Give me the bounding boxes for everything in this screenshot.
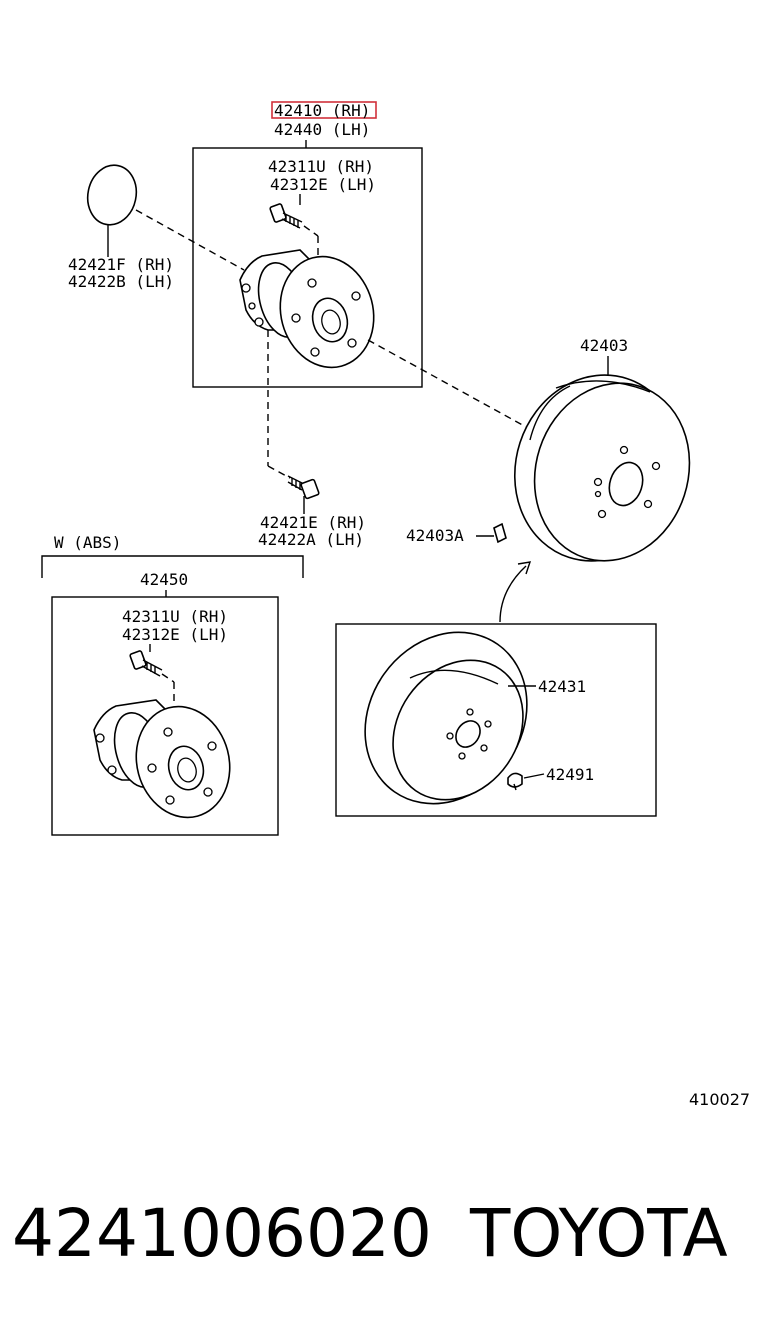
footer-brand: TOYOTA bbox=[469, 1195, 728, 1272]
brake-disc-icon bbox=[364, 631, 528, 805]
label-o-ring-rh[interactable]: 42421F (RH) bbox=[68, 255, 174, 274]
footer-part-number: 4241006020 bbox=[12, 1195, 432, 1272]
label-hub-rh[interactable]: 42410 (RH) bbox=[274, 101, 370, 120]
disc-box bbox=[335, 623, 657, 817]
mount-bolt-icon bbox=[287, 475, 320, 500]
abs-hub-bolt-icon bbox=[129, 650, 163, 677]
hub-drum-path bbox=[367, 339, 529, 429]
label-hub-bolt-lh[interactable]: 42312E (LH) bbox=[270, 175, 376, 194]
leader-disc-screw bbox=[523, 773, 545, 779]
label-drum-clip[interactable]: 42403A bbox=[406, 526, 464, 545]
label-abs-bolt-lh[interactable]: 42312E (LH) bbox=[122, 625, 228, 644]
o-ring-icon bbox=[86, 164, 138, 226]
label-abs-bolt-rh[interactable]: 42311U (RH) bbox=[122, 607, 228, 626]
label-o-ring-lh[interactable]: 42422B (LH) bbox=[68, 272, 174, 291]
highlight-box bbox=[271, 101, 377, 119]
abs-hub-box bbox=[51, 596, 279, 836]
label-mount-bolt-lh[interactable]: 42422A (LH) bbox=[258, 530, 364, 549]
label-abs-hub[interactable]: 42450 bbox=[140, 570, 188, 589]
hub-bearing-icon bbox=[239, 249, 375, 369]
abs-hub-bearing-icon bbox=[93, 699, 231, 819]
hub-bolt-icon bbox=[269, 203, 303, 229]
label-abs-variant[interactable]: W (ABS) bbox=[54, 533, 121, 552]
brake-drum-icon bbox=[513, 374, 691, 562]
label-hub-lh[interactable]: 42440 (LH) bbox=[274, 120, 370, 139]
label-hub-bolt-rh[interactable]: 42311U (RH) bbox=[268, 157, 374, 176]
diagram-reference: 410027 bbox=[689, 1090, 750, 1109]
label-mount-bolt-rh[interactable]: 42421E (RH) bbox=[260, 513, 366, 532]
hub-assembly-box bbox=[192, 147, 423, 388]
disc-screw-icon bbox=[507, 772, 523, 791]
hub-bolt-path bbox=[303, 225, 319, 237]
alternative-arrow bbox=[499, 565, 527, 623]
label-disc[interactable]: 42431 bbox=[538, 677, 586, 696]
abs-bracket bbox=[41, 555, 304, 578]
label-drum[interactable]: 42403 bbox=[580, 336, 628, 355]
drum-clip-icon bbox=[493, 522, 507, 544]
o-ring-path bbox=[135, 209, 245, 271]
label-disc-screw[interactable]: 42491 bbox=[546, 765, 594, 784]
